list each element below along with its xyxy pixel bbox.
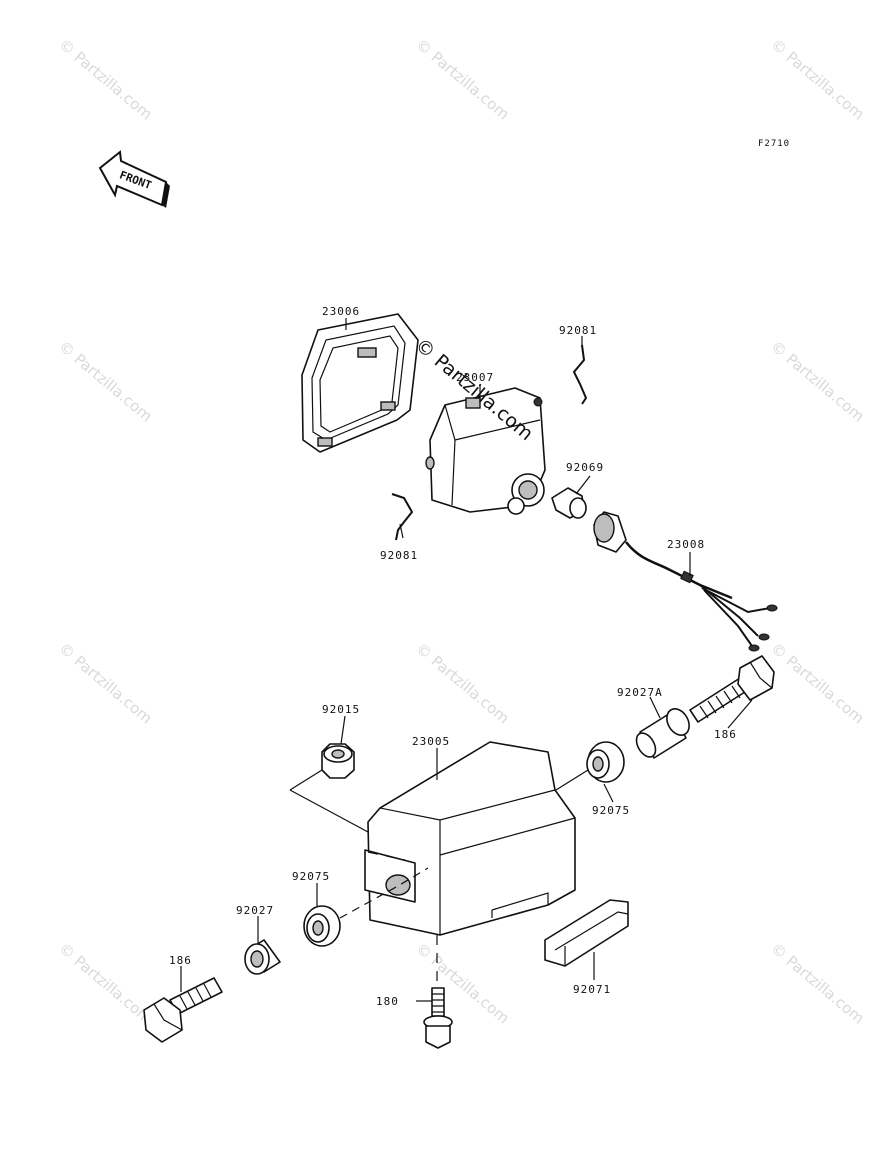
callout-23006: 23006: [322, 305, 360, 318]
callout-23005: 23005: [412, 735, 450, 748]
collar-92027A: [635, 708, 690, 759]
watermark: © Partzilla.com: [767, 35, 867, 123]
watermark: © Partzilla.com: [55, 639, 155, 727]
pad-92071: [544, 899, 629, 967]
callout-23008: 23008: [667, 538, 705, 551]
socket-harness-23008: [593, 511, 778, 652]
callout-92075-right: 92075: [592, 804, 630, 817]
callout-92027A: 92027A: [617, 686, 663, 699]
watermark: © Partzilla.com: [55, 337, 155, 425]
watermark: © Partzilla.com: [767, 639, 867, 727]
bolt-186-left: [143, 977, 223, 1043]
spring-clip-92081-bottom: [391, 493, 414, 541]
callout-186-right: 186: [714, 728, 737, 741]
cover-23005: [364, 741, 576, 936]
headlight-rim-23006: [301, 313, 419, 453]
callout-186-left: 186: [169, 954, 192, 967]
callout-92081-top: 92081: [559, 324, 597, 337]
callout-92071: 92071: [573, 983, 611, 996]
callouts: 23006 23007 92081 92081 92069 23008 9201…: [169, 305, 737, 1008]
diagram-code: F2710: [758, 139, 790, 149]
spring-clip-92081-top: [572, 344, 588, 405]
watermark: © Partzilla.com: [412, 35, 512, 123]
grommet-92015: [321, 743, 355, 779]
collar-92027: [244, 939, 281, 975]
watermark: © Partzilla.com: [412, 939, 512, 1027]
screw-180: [423, 987, 453, 1049]
watermark: © Partzilla.com: [55, 35, 155, 123]
callout-92015: 92015: [322, 703, 360, 716]
watermark: © Partzilla.com: [767, 337, 867, 425]
callout-180: 180: [376, 995, 399, 1008]
leader-lines: [180, 318, 753, 1002]
bolt-186-right: [689, 655, 775, 723]
watermark: © Partzilla.com: [412, 639, 512, 727]
front-arrow-icon: FRONT: [98, 150, 170, 208]
grommet-92075-left: [303, 905, 341, 947]
grommet-92075-right: [586, 741, 625, 783]
bulb-92069: [551, 487, 587, 519]
callout-92081-bottom: 92081: [380, 549, 418, 562]
headlight-housing-23007: [425, 387, 546, 515]
callout-92069: 92069: [566, 461, 604, 474]
watermark: © Partzilla.com: [55, 939, 155, 1027]
callout-23007: 23007: [456, 371, 494, 384]
callout-92027: 92027: [236, 904, 274, 917]
callout-92075-left: 92075: [292, 870, 330, 883]
watermark: © Partzilla.com: [767, 939, 867, 1027]
